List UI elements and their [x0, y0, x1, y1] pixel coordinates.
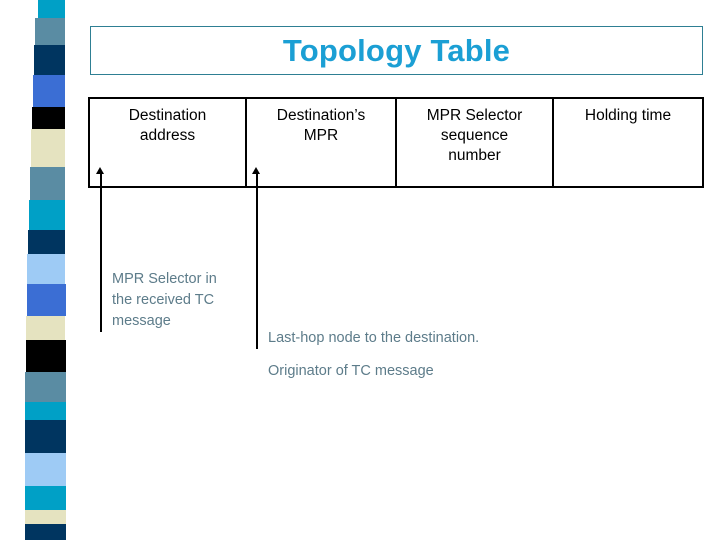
leader-line-destinations-mpr	[256, 174, 258, 349]
stripe-band	[25, 524, 66, 540]
annotation-mpr-selector-in-received-tc-message: MPR Selector in the received TC message	[112, 271, 217, 329]
table-column-destination-address: Destination address	[90, 99, 247, 186]
arrow-up-icon-destination-address	[96, 167, 104, 174]
stripe-band	[38, 0, 65, 18]
arrow-up-icon-destinations-mpr	[252, 167, 260, 174]
stripe-band	[27, 284, 66, 316]
page-title: Topology Table	[282, 32, 511, 68]
stripe-band	[25, 510, 66, 524]
table-header-destination-address: Destination address	[128, 107, 207, 144]
stripe-band	[33, 75, 65, 107]
stripe-band	[25, 402, 66, 420]
stripe-band	[26, 316, 65, 340]
table-header-mpr-selector-sequence-number: MPR Selector sequence number	[426, 107, 523, 164]
stripe-band	[25, 486, 66, 510]
decorative-side-stripe	[0, 0, 80, 540]
table-column-holding-time: Holding time	[554, 99, 702, 186]
stripe-band	[25, 372, 66, 402]
stripe-band	[31, 129, 65, 167]
table-column-mpr-selector-sequence-number: MPR Selector sequence number	[397, 99, 554, 186]
stripe-band	[30, 167, 65, 200]
stripe-band	[32, 107, 65, 129]
annotation-originator-of-tc-message: Originator of TC message	[268, 363, 434, 379]
table-header-destinations-mpr: Destination’s MPR	[276, 107, 366, 144]
title-box: Topology Table	[90, 26, 703, 75]
stripe-band	[35, 18, 65, 45]
stripe-band	[27, 254, 65, 284]
stripe-band	[28, 230, 65, 254]
leader-line-destination-address	[100, 174, 102, 332]
topology-table: Destination address Destination’s MPR MP…	[88, 97, 704, 188]
stripe-band	[26, 340, 66, 372]
stripe-band	[34, 45, 65, 75]
stripe-band	[25, 420, 66, 453]
table-column-destinations-mpr: Destination’s MPR	[247, 99, 397, 186]
table-header-holding-time: Holding time	[584, 107, 672, 124]
stripe-band	[29, 200, 65, 230]
stripe-band	[25, 453, 66, 486]
annotation-last-hop-node: Last-hop node to the destination.	[268, 330, 480, 346]
